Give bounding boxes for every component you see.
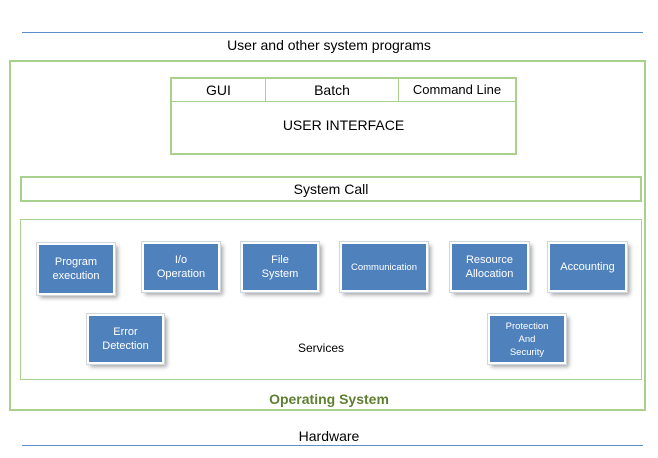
user-interface-tabs: GUI Batch Command Line xyxy=(172,79,515,102)
batch-tab: Batch xyxy=(265,79,398,101)
operating-system-label: Operating System xyxy=(269,391,389,407)
user-interface-title: USER INTERFACE xyxy=(282,117,405,133)
bottom-label: Hardware xyxy=(298,428,360,444)
communication-box: Communication xyxy=(339,241,429,293)
system-call-bar: System Call xyxy=(20,176,642,202)
gui-tab: GUI xyxy=(206,82,231,98)
services-label: Services xyxy=(298,341,345,355)
top-label: User and other system programs xyxy=(227,37,431,53)
accounting-box: Accounting xyxy=(547,241,628,293)
top-divider-line xyxy=(22,32,643,33)
command-line-tab: Command Line xyxy=(398,79,515,101)
bottom-divider-line xyxy=(22,445,643,446)
error-detection-box: Error Detection xyxy=(86,313,165,365)
file-system-box: File System xyxy=(240,241,320,293)
user-interface-box: GUI Batch Command Line USER INTERFACE xyxy=(170,77,517,155)
program-execution-box: Program execution xyxy=(36,242,116,296)
protection-and-security-box: Protection And Security xyxy=(487,313,567,365)
resource-allocation-box: Resource Allocation xyxy=(449,241,530,293)
io-operation-box: I/o Operation xyxy=(141,241,221,293)
